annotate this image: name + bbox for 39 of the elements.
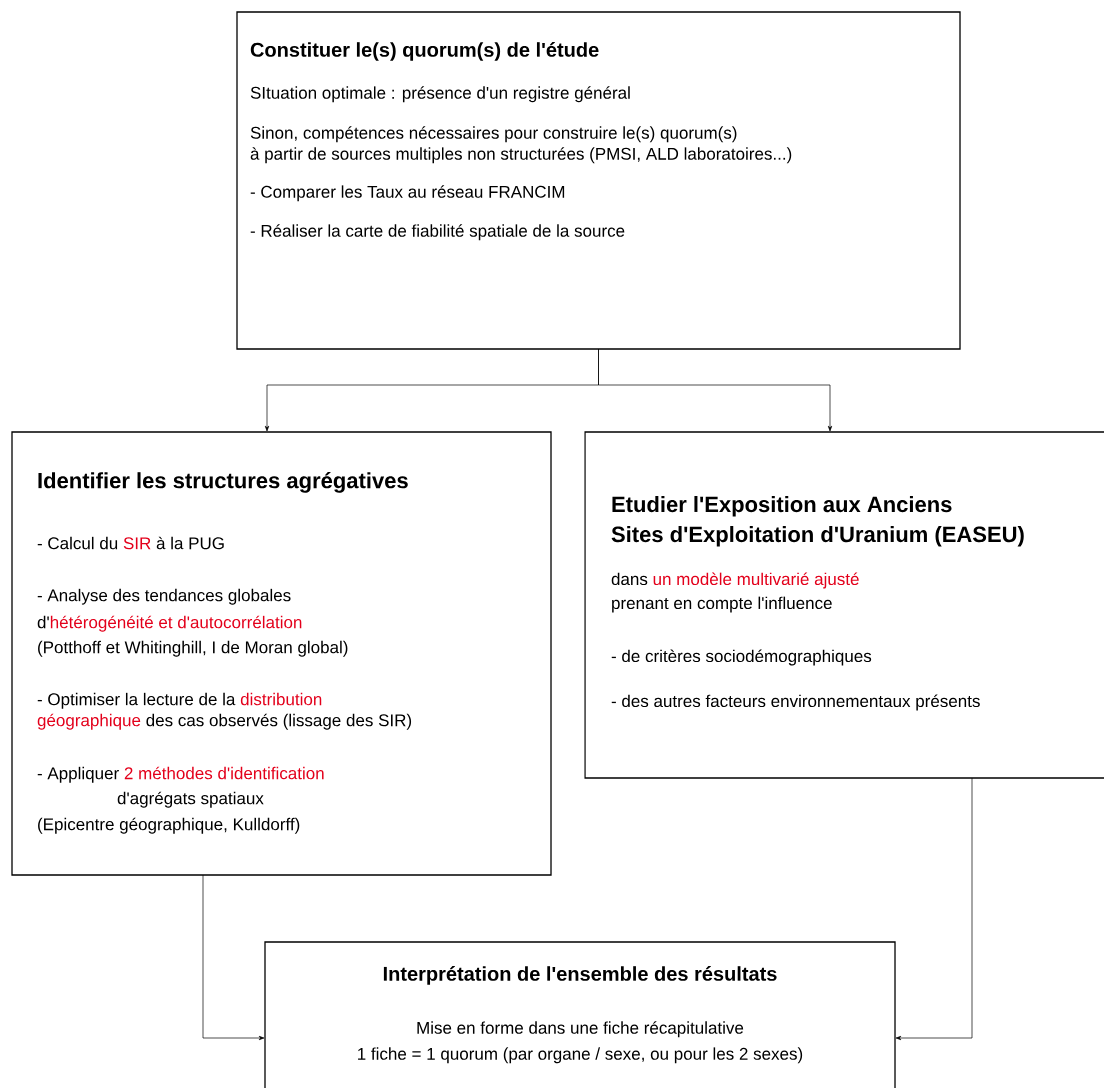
box-text: à la PUG: [156, 536, 224, 550]
step-box: [236, 11, 961, 350]
box-text: - Calcul du: [37, 536, 118, 550]
box-text: Sinon, compétences nécessaires pour construire le(s) quorum(s): [250, 126, 737, 143]
highlighted-text: hétérogénéité et d'autocorrélation: [50, 615, 302, 632]
box-text: prenant en compte l'influence: [612, 596, 832, 613]
step-box: [584, 431, 1104, 779]
box-text: d'agrégats spatiaux: [117, 791, 264, 808]
box-heading: Sites d'Exploitation d'Uranium (EASEU): [611, 526, 1024, 547]
box-text: d': [37, 615, 49, 629]
box-text: à partir de sources multiples non structurées (PMSI, ALD laboratoires...): [250, 147, 792, 164]
box-text: - Appliquer: [37, 766, 119, 783]
box-text: SItuation optimale : présence d'un registre général: [250, 86, 630, 103]
step-box: [11, 431, 552, 876]
highlighted-text: un modèle multivarié ajusté: [653, 572, 859, 589]
box-text: Mise en forme dans une fiche récapitulative: [417, 1021, 744, 1038]
box-text: 1 fiche = 1 quorum (par organe / sexe, ou pour les 2 sexes): [358, 1047, 803, 1064]
box-text: - des autres facteurs environnementaux présents: [611, 694, 980, 711]
box-heading: Etudier l'Exposition aux Anciens: [612, 496, 952, 517]
box-text: (Potthoff et Whitinghill, I de Moran global): [38, 640, 348, 657]
box-text: (Epicentre géographique, Kulldorff): [38, 817, 300, 834]
box-text: - Réaliser la carte de fiabilité spatiale de la source: [250, 224, 625, 241]
box-text: des cas observés (lissage des SIR): [146, 713, 412, 730]
box-text: - Comparer les Taux au réseau FRANCIM: [250, 185, 565, 202]
highlighted-text: distribution: [240, 692, 322, 706]
box-text: dans: [611, 572, 648, 586]
highlighted-text: 2 méthodes d'identification: [124, 766, 324, 780]
connector-arrow: [895, 777, 973, 1041]
connector-arrow: [202, 874, 265, 1041]
box-text: - Analyse des tendances globales: [37, 588, 291, 605]
box-heading: Identifier les structures agrégatives: [38, 472, 408, 493]
box-text: - de critères sociodémographiques: [611, 649, 872, 666]
box-heading: Constituer le(s) quorum(s) de l'étude: [250, 42, 599, 61]
connector-arrow: [598, 348, 833, 432]
highlighted-text: géographique: [37, 713, 141, 730]
highlighted-text: SIR: [123, 537, 151, 550]
step-box: [264, 941, 896, 1088]
box-text: - Optimiser la lecture de la: [37, 692, 236, 709]
box-heading: Interprétation de l'ensemble des résultats: [383, 966, 777, 985]
